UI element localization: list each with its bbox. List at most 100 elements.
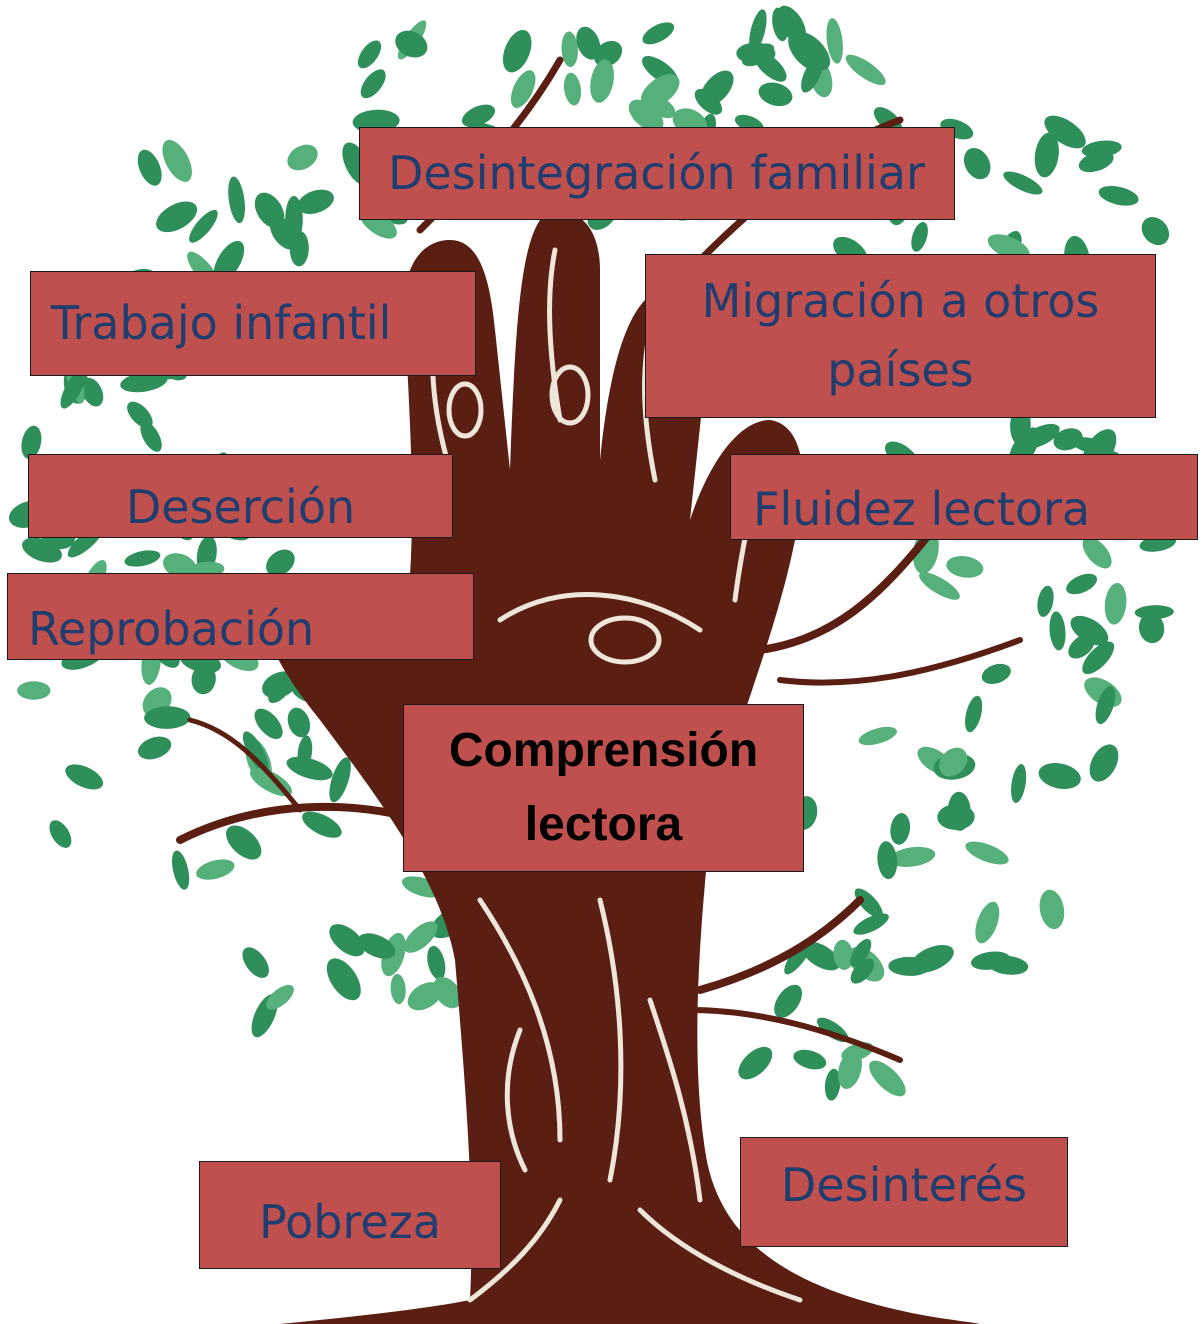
leaf bbox=[189, 209, 218, 243]
leaf bbox=[1039, 889, 1065, 930]
leaf bbox=[1098, 185, 1139, 206]
leaf bbox=[937, 804, 975, 830]
leaf bbox=[286, 756, 333, 781]
leaf bbox=[939, 747, 968, 777]
leaf bbox=[162, 139, 192, 182]
leaf bbox=[226, 825, 262, 860]
leaf bbox=[407, 982, 443, 1011]
leaf bbox=[461, 104, 496, 127]
leaf bbox=[854, 888, 883, 918]
leaf bbox=[1037, 585, 1054, 617]
leaf bbox=[1066, 573, 1098, 595]
leaf bbox=[60, 367, 87, 409]
leaf bbox=[561, 31, 578, 68]
leaf bbox=[1095, 686, 1116, 725]
cause-box-desercion: Deserción bbox=[28, 454, 453, 538]
leaf bbox=[137, 149, 162, 186]
leaf bbox=[946, 556, 984, 578]
leaf bbox=[1078, 151, 1114, 173]
leaf bbox=[911, 221, 928, 252]
cause-label-desintegracion: Desintegración familiar bbox=[388, 146, 925, 200]
leaf bbox=[242, 731, 269, 773]
leaf bbox=[357, 933, 396, 959]
leaf bbox=[395, 30, 428, 58]
leaf bbox=[963, 147, 991, 180]
leaf bbox=[628, 99, 664, 132]
leaf bbox=[890, 813, 911, 845]
leaf bbox=[124, 550, 161, 567]
leaf bbox=[1053, 428, 1083, 451]
leaf bbox=[981, 663, 1011, 684]
leaf bbox=[642, 22, 675, 45]
leaf bbox=[919, 572, 960, 600]
leaf bbox=[127, 401, 153, 429]
leaf bbox=[826, 18, 843, 64]
leaf bbox=[254, 192, 285, 229]
leaf bbox=[590, 59, 614, 103]
leaf bbox=[228, 176, 245, 224]
leaf bbox=[287, 144, 318, 171]
cause-box-desintegracion: Desintegración familiar bbox=[359, 127, 955, 220]
leaf bbox=[1082, 641, 1115, 675]
center-box-comprension: Comprensión lectora bbox=[403, 704, 804, 872]
leaf bbox=[873, 107, 902, 133]
cause-box-fluidez: Fluidez lectora bbox=[730, 454, 1198, 540]
leaf bbox=[594, 40, 623, 67]
leaf bbox=[801, 56, 823, 93]
leaf bbox=[1034, 132, 1059, 178]
cause-box-trabajo: Trabajo infantil bbox=[30, 271, 476, 376]
leaf bbox=[1044, 115, 1086, 149]
cause-label-pobreza: Pobreza bbox=[259, 1194, 441, 1249]
leaf bbox=[297, 189, 334, 214]
leaf bbox=[510, 70, 536, 108]
leaf bbox=[268, 676, 294, 704]
leaf bbox=[65, 764, 104, 790]
leaf bbox=[749, 9, 767, 52]
leaf bbox=[850, 938, 872, 967]
leaf bbox=[758, 82, 793, 107]
leaf bbox=[357, 40, 382, 69]
leaf bbox=[326, 958, 361, 1001]
leaf bbox=[1038, 762, 1081, 790]
leaf bbox=[793, 1049, 827, 1070]
leaf bbox=[196, 859, 235, 880]
cause-label-trabajo: Trabajo infantil bbox=[51, 296, 392, 350]
leaf bbox=[1070, 615, 1109, 646]
leaf bbox=[1019, 423, 1060, 450]
cause-label-migracion: Migración a otros países bbox=[701, 274, 1100, 397]
leaf bbox=[172, 850, 190, 890]
leaf bbox=[640, 74, 680, 108]
leaf bbox=[49, 820, 72, 848]
leaf bbox=[741, 43, 775, 67]
leaf bbox=[858, 726, 897, 746]
cause-box-pobreza: Pobreza bbox=[199, 1161, 501, 1269]
leaf bbox=[833, 939, 854, 970]
leaf bbox=[563, 72, 582, 106]
leaf bbox=[1049, 611, 1066, 651]
leaf bbox=[144, 706, 191, 729]
leaf bbox=[987, 955, 1029, 975]
leaf bbox=[850, 958, 875, 984]
leaf bbox=[140, 421, 162, 452]
leaf bbox=[242, 947, 269, 978]
cause-box-reprobacion: Reprobación bbox=[7, 573, 474, 660]
leaf bbox=[772, 7, 789, 42]
leaf bbox=[266, 549, 295, 577]
leaf bbox=[403, 921, 438, 953]
leaf bbox=[120, 371, 168, 393]
leaf bbox=[433, 976, 462, 1009]
center-label: Comprensión lectora bbox=[448, 723, 759, 851]
leaf bbox=[329, 924, 365, 957]
leaf bbox=[1082, 536, 1112, 569]
leaf bbox=[287, 707, 311, 738]
cause-box-migracion: Migración a otros países bbox=[645, 254, 1156, 418]
leaf bbox=[81, 377, 104, 407]
leaf bbox=[329, 757, 351, 803]
leaf bbox=[156, 201, 198, 233]
leaf bbox=[137, 736, 172, 760]
leaf bbox=[1089, 744, 1119, 782]
leaf bbox=[427, 945, 446, 980]
leaf bbox=[965, 695, 983, 733]
leaf bbox=[1141, 217, 1170, 246]
leaf bbox=[302, 811, 342, 838]
